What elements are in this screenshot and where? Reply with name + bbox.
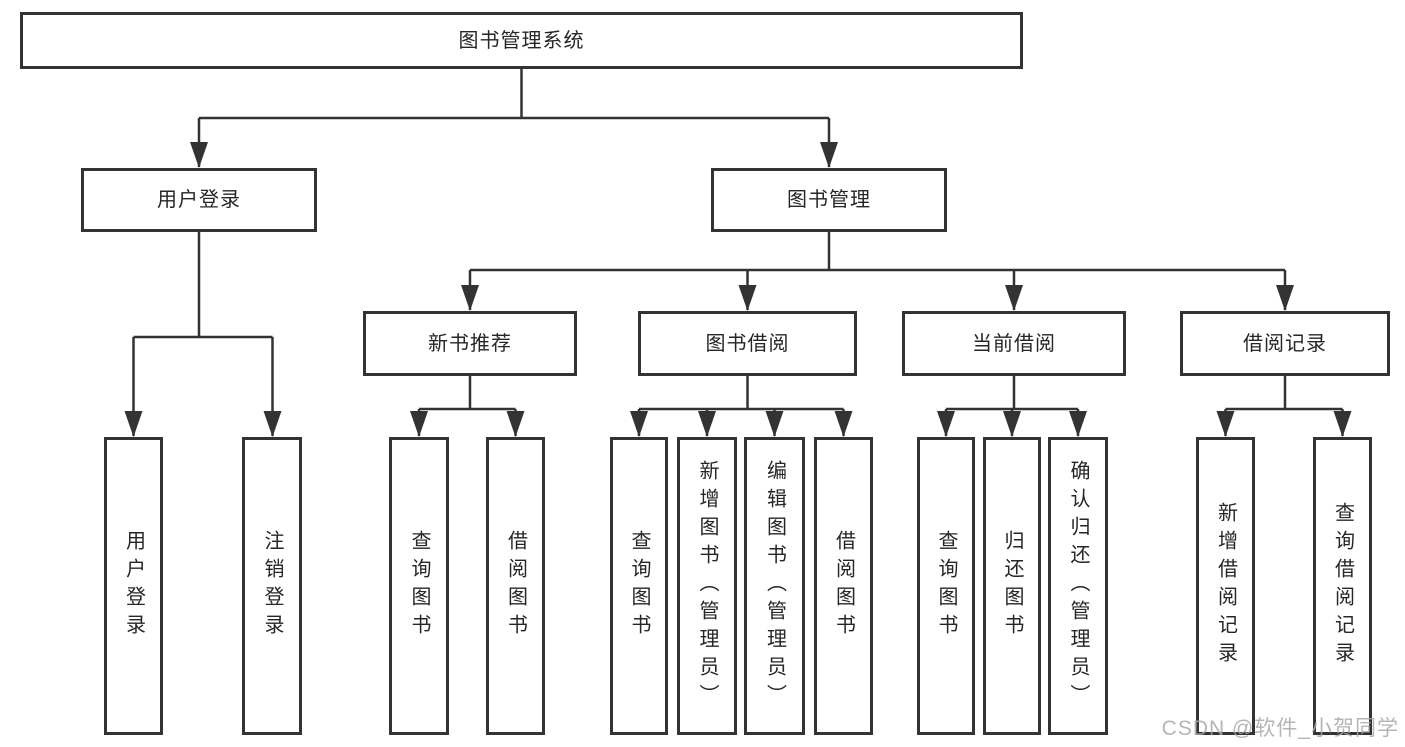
leaf-user-login-label: 用户登录	[122, 530, 145, 642]
node-book-borrow-label: 图书借阅	[705, 332, 790, 355]
leaf-current-query-label: 查询图书	[935, 530, 957, 642]
node-root: 图书管理系统	[20, 12, 1023, 69]
leaf-logout-label: 注销登录	[261, 530, 283, 642]
node-new-book-recommend-label: 新书推荐	[428, 332, 512, 355]
user-login-connector	[132, 232, 274, 436]
arrow-down-icon	[506, 411, 525, 437]
arrow-down-icon	[1005, 285, 1023, 311]
arrow-down-icon	[937, 411, 955, 437]
leaf-newbook-query: 查询图书	[389, 437, 449, 735]
arrow-down-icon	[1216, 411, 1235, 437]
leaf-borrow-book-label: 借阅图书	[832, 530, 855, 642]
leaf-confirm-return-admin: 确认归还（管理员）	[1048, 437, 1108, 735]
leaf-borrow-edit-admin: 编辑图书（管理员）	[744, 437, 805, 735]
leaf-confirm-return-admin-label: 确认归还（管理员）	[1067, 460, 1089, 712]
arrow-down-icon	[765, 411, 784, 437]
leaf-borrow-add-admin-label: 新增图书（管理员）	[696, 460, 718, 712]
node-user-login-label: 用户登录	[157, 189, 241, 211]
arrow-down-icon	[461, 285, 479, 311]
node-root-label: 图书管理系统	[458, 29, 585, 52]
node-user-login: 用户登录	[81, 168, 317, 232]
arrow-down-icon	[738, 285, 757, 311]
leaf-record-query: 查询借阅记录	[1313, 437, 1372, 735]
leaf-record-add-label: 新增借阅记录	[1214, 502, 1237, 670]
level3-connectors	[417, 376, 1344, 436]
node-book-management-label: 图书管理	[787, 189, 871, 211]
leaf-borrow-query-label: 查询图书	[628, 530, 650, 642]
arrow-down-icon	[190, 142, 208, 168]
book-mgmt-connector	[468, 232, 1287, 310]
arrow-down-icon	[124, 411, 143, 437]
connector-lines	[132, 69, 1344, 436]
leaf-record-query-label: 查询借阅记录	[1331, 502, 1354, 670]
leaf-user-login: 用户登录	[104, 437, 163, 735]
arrow-down-icon	[1003, 411, 1021, 437]
node-current-borrow-label: 当前借阅	[972, 332, 1056, 355]
arrow-down-icon	[698, 411, 716, 437]
leaf-borrow-add-admin: 新增图书（管理员）	[677, 437, 737, 735]
arrow-down-icon	[1333, 411, 1352, 437]
leaf-record-add: 新增借阅记录	[1196, 437, 1255, 735]
leaf-return-book: 归还图书	[983, 437, 1041, 735]
leaf-newbook-borrow-label: 借阅图书	[504, 530, 527, 642]
root-connector	[197, 69, 831, 167]
node-borrow-record-label: 借阅记录	[1243, 332, 1327, 355]
leaf-newbook-query-label: 查询图书	[408, 530, 430, 642]
leaf-return-book-label: 归还图书	[1001, 530, 1023, 642]
leaf-borrow-book: 借阅图书	[814, 437, 873, 735]
node-borrow-record: 借阅记录	[1180, 311, 1390, 376]
leaf-borrow-edit-admin-label: 编辑图书（管理员）	[763, 460, 786, 712]
leaf-current-query: 查询图书	[917, 437, 975, 735]
arrow-down-icon	[820, 142, 838, 168]
arrow-down-icon	[410, 411, 428, 437]
arrow-down-icon	[630, 411, 648, 437]
arrowheads	[124, 142, 1352, 437]
node-current-borrow: 当前借阅	[902, 311, 1126, 376]
arrow-down-icon	[263, 411, 282, 437]
node-book-borrow: 图书借阅	[638, 311, 857, 376]
node-new-book-recommend: 新书推荐	[363, 311, 577, 376]
arrow-down-icon	[1069, 411, 1087, 437]
leaf-borrow-query: 查询图书	[610, 437, 668, 735]
node-book-management: 图书管理	[711, 168, 947, 232]
arrow-down-icon	[834, 411, 853, 437]
leaf-logout: 注销登录	[242, 437, 302, 735]
leaf-newbook-borrow: 借阅图书	[486, 437, 545, 735]
arrow-down-icon	[1276, 285, 1294, 311]
